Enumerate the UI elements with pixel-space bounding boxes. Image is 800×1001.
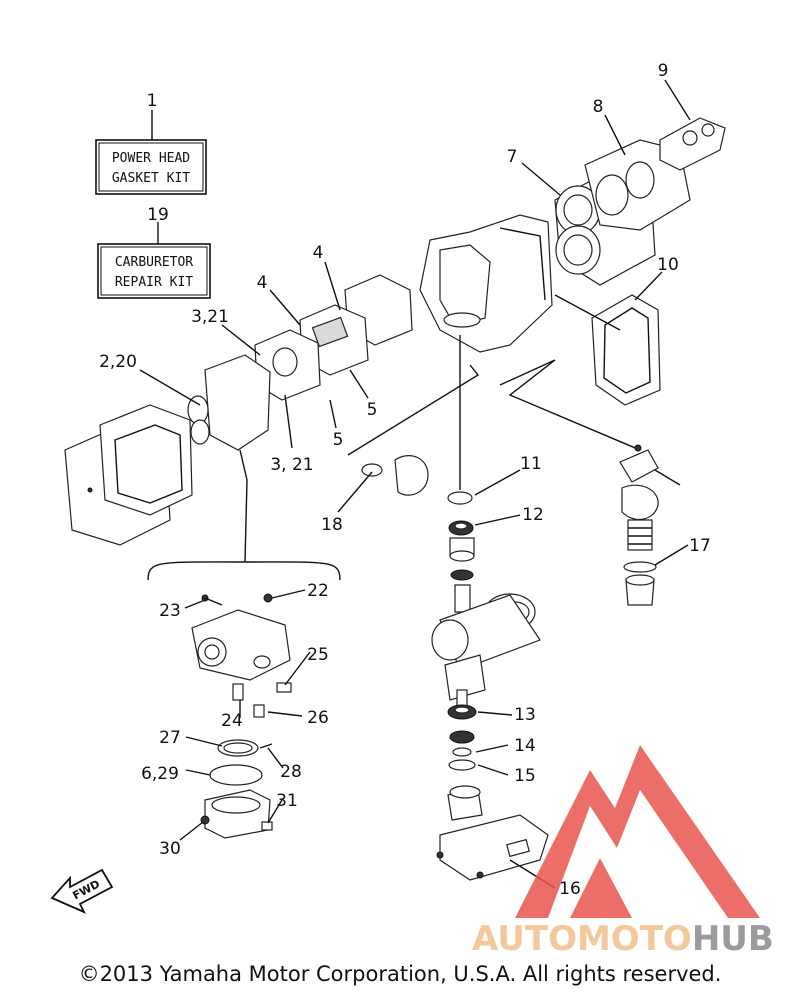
carburetor-parts [191, 593, 292, 839]
callout-18: 18 [321, 515, 343, 535]
callout-4a: 4 [313, 243, 324, 263]
kit-line: POWER HEAD [112, 151, 190, 166]
watermark-logo: AUTOMOTOHUB [472, 745, 774, 959]
callout-28: 28 [280, 762, 302, 782]
callout-31: 31 [276, 791, 298, 811]
kit-box-carburetor: CARBURETOR REPAIR KIT [97, 243, 211, 299]
callout-2-20: 2,20 [99, 352, 137, 372]
callout-9: 9 [658, 61, 669, 81]
callout-5b: 5 [333, 430, 344, 450]
callout-22: 22 [307, 581, 329, 601]
callout-12: 12 [522, 505, 544, 525]
callout-8: 8 [593, 97, 604, 117]
callout-23: 23 [159, 601, 181, 621]
callout-7: 7 [507, 147, 518, 167]
callout-14: 14 [514, 736, 536, 756]
callout-3-21-top: 3,21 [191, 307, 229, 327]
callout-30: 30 [159, 839, 181, 859]
callout-4b: 4 [257, 273, 268, 293]
kit-line: GASKET KIT [112, 171, 190, 186]
fuel-pump-parts [619, 444, 681, 606]
powerhead-parts [64, 117, 726, 546]
guide-lines [147, 294, 641, 620]
leader-lines [139, 79, 691, 889]
callout-25: 25 [307, 645, 329, 665]
watermark-part2: HUB [692, 919, 774, 959]
callout-15: 15 [514, 766, 536, 786]
kit-line: REPAIR KIT [115, 275, 193, 290]
callout-1: 1 [147, 91, 158, 111]
callout-10: 10 [657, 255, 679, 275]
callout-24: 24 [221, 711, 243, 731]
callout-13: 13 [514, 705, 536, 725]
callout-16: 16 [559, 879, 581, 899]
watermark-part1: AUTOMOTO [472, 919, 692, 959]
fwd-arrow: FWD [50, 868, 114, 914]
kit-box-power-head: POWER HEAD GASKET KIT [95, 139, 207, 195]
crankshaft-parts [431, 491, 549, 881]
callout-5a: 5 [367, 400, 378, 420]
watermark-text: AUTOMOTOHUB [472, 919, 774, 959]
callout-27: 27 [159, 728, 181, 748]
callout-11: 11 [520, 454, 542, 474]
callout-26: 26 [307, 708, 329, 728]
kit-line: CARBURETOR [115, 255, 193, 270]
callout-19: 19 [147, 205, 169, 225]
callout-6-29: 6,29 [141, 764, 179, 784]
callout-17: 17 [689, 536, 711, 556]
copyright-notice: ©2013 Yamaha Motor Corporation, U.S.A. A… [78, 962, 722, 986]
callout-labels: 1 19 4 4 3,21 2,20 3, 21 5 5 7 8 9 10 11… [99, 61, 711, 899]
callout-3-21-bottom: 3, 21 [270, 455, 313, 475]
